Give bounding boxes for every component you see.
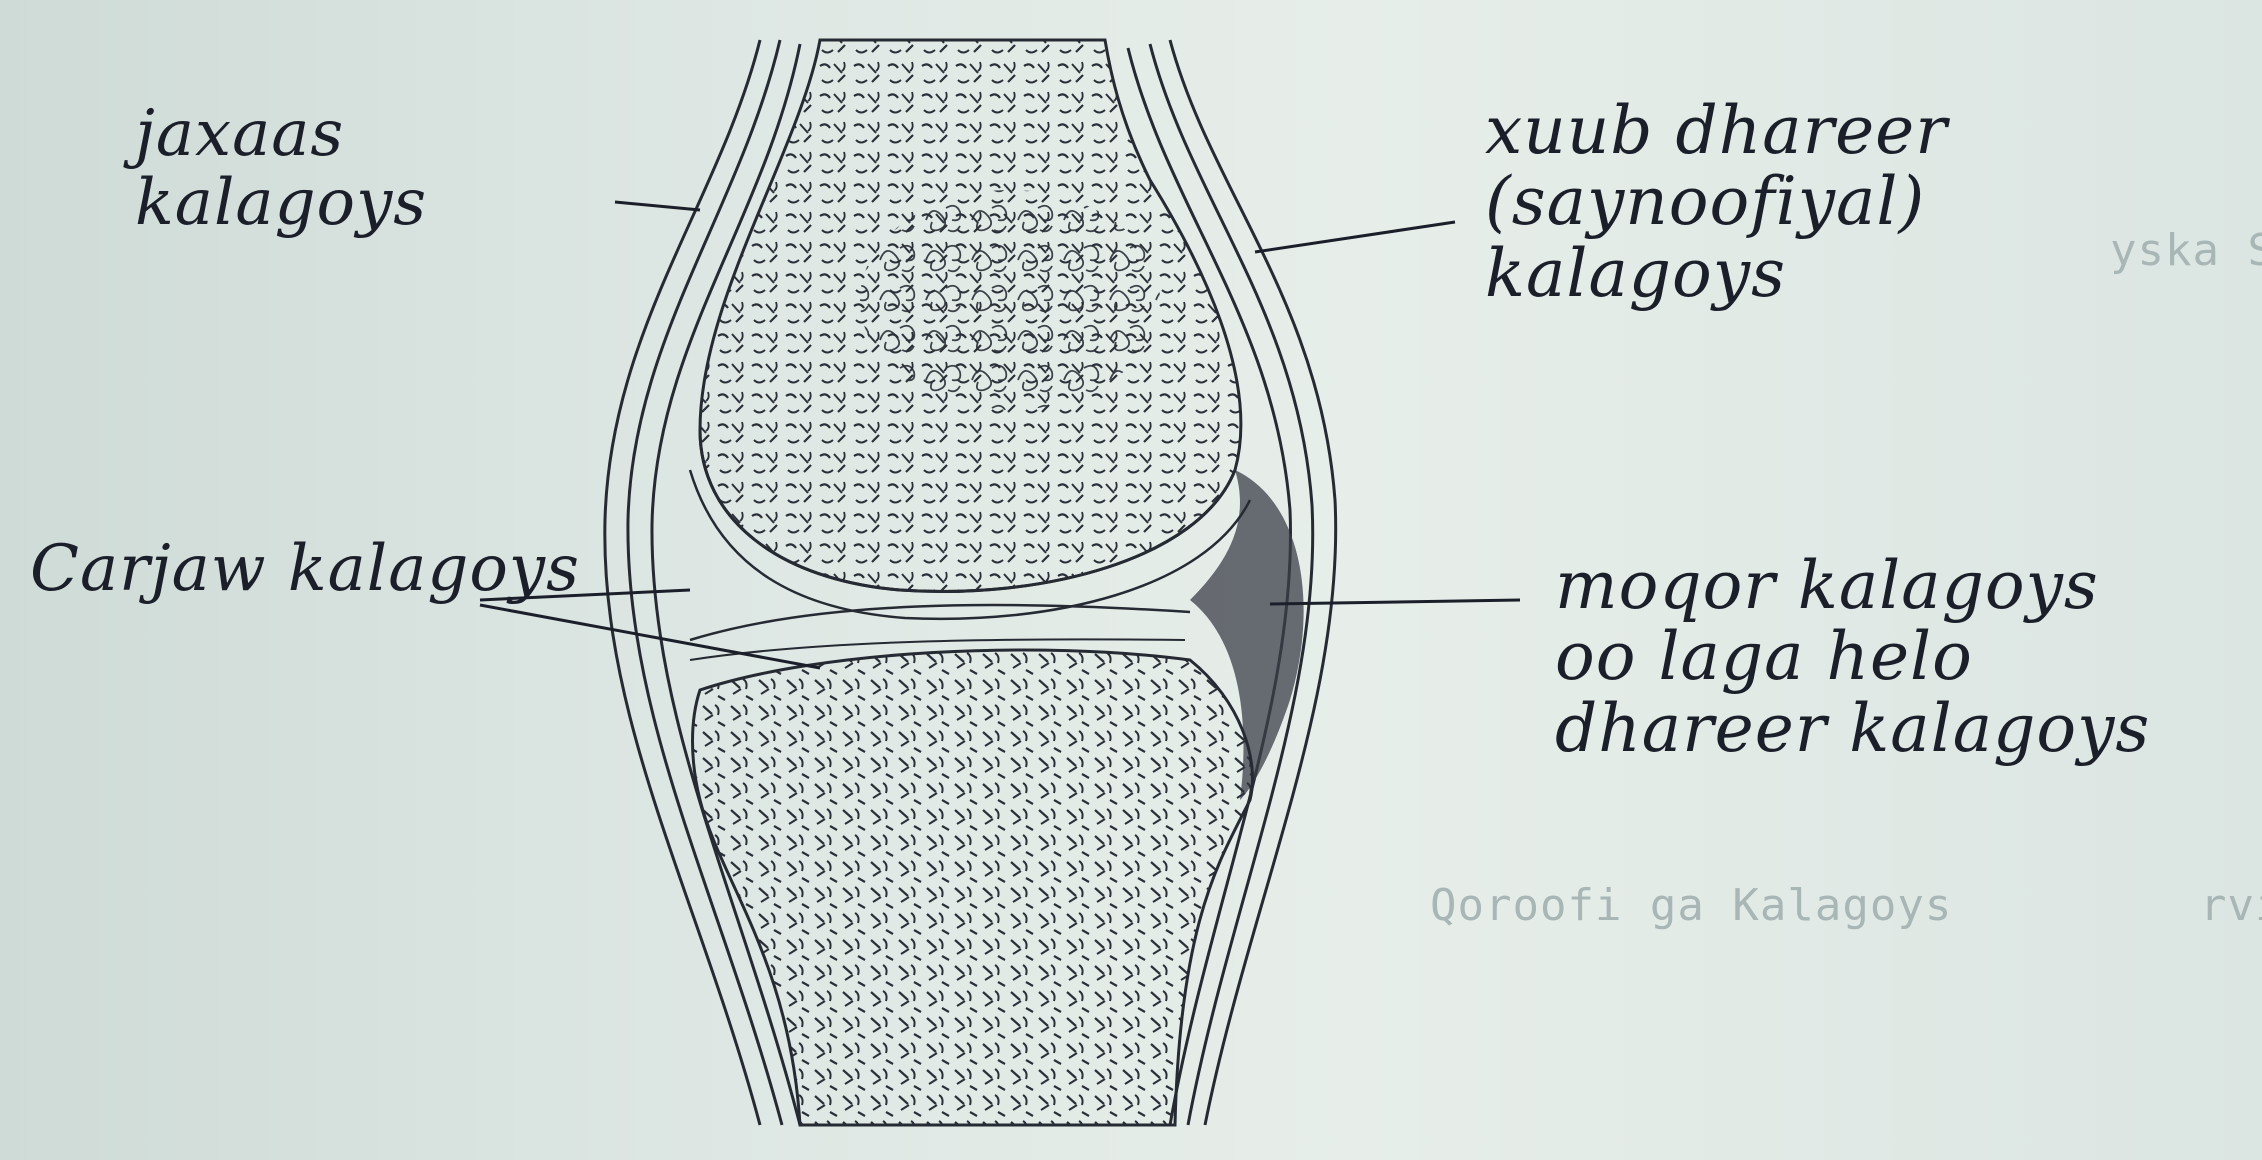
label-fibrous-capsule: jaxaas kalagoys <box>135 100 427 238</box>
label-line: kalagoys <box>1485 238 1948 309</box>
pointer-synovial-membrane <box>1255 222 1455 252</box>
lower-bone <box>693 650 1253 1125</box>
label-line: dhareer kalagoys <box>1555 693 2150 764</box>
label-line: jaxaas <box>135 100 427 169</box>
label-line: xuub dhareer <box>1485 95 1948 166</box>
label-synovial-membrane: xuub dhareer (saynoofiyal) kalagoys <box>1485 95 1948 309</box>
pointer-fibrous-capsule <box>615 202 700 210</box>
label-articular-cartilage: Carjaw kalagoys <box>30 535 580 604</box>
pointer-joint-cavity <box>1270 600 1520 604</box>
label-joint-cavity: moqor kalagoys oo laga helo dhareer kala… <box>1555 550 2150 764</box>
label-line: kalagoys <box>135 169 427 238</box>
bone-marrow-detail <box>860 190 1160 410</box>
label-line: oo laga helo <box>1555 621 2150 692</box>
label-line: moqor kalagoys <box>1555 550 2150 621</box>
label-line: (saynoofiyal) <box>1485 166 1948 237</box>
